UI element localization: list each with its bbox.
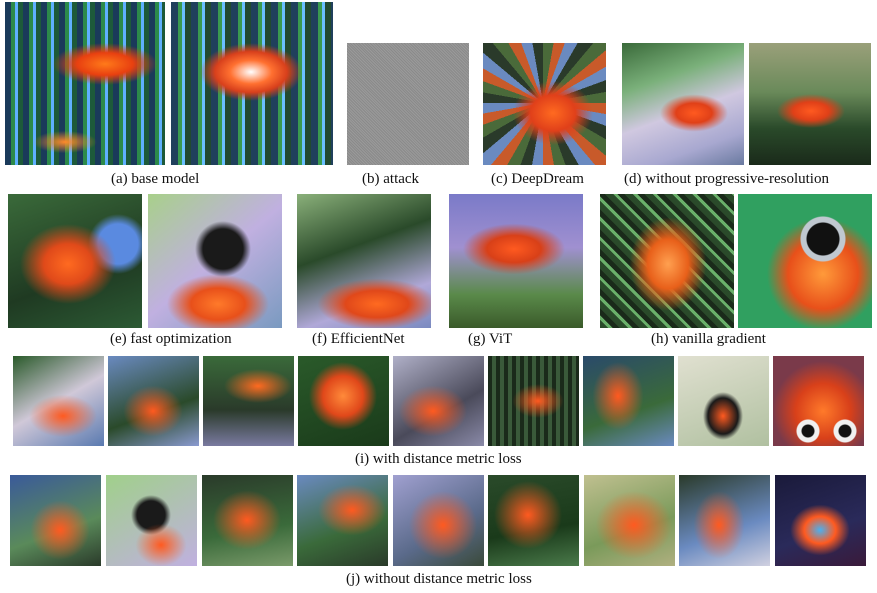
fast-optimization-image-2 [148, 194, 282, 328]
distance-loss-image-7 [583, 356, 674, 446]
distance-loss-image-9 [773, 356, 864, 446]
caption-without-progressive-resolution: (d) without progressive-resolution [624, 171, 829, 187]
distance-loss-image-4 [298, 356, 389, 446]
vit-image [449, 194, 583, 328]
without-progressive-resolution-image-1 [622, 43, 744, 165]
no-distance-loss-image-2 [106, 475, 197, 566]
caption-without-distance-metric-loss: (j) without distance metric loss [346, 571, 532, 587]
distance-loss-image-2 [108, 356, 199, 446]
caption-vanilla-gradient: (h) vanilla gradient [651, 331, 766, 347]
distance-loss-image-3 [203, 356, 294, 446]
vanilla-gradient-image-2 [738, 194, 872, 328]
without-progressive-resolution-image-2 [749, 43, 871, 165]
caption-deepdream: (c) DeepDream [491, 171, 584, 187]
distance-loss-image-1 [13, 356, 104, 446]
base-model-image-2 [171, 2, 333, 165]
distance-loss-image-5 [393, 356, 484, 446]
caption-attack: (b) attack [362, 171, 420, 187]
no-distance-loss-image-7 [584, 475, 675, 566]
deepdream-image [483, 43, 606, 165]
caption-efficientnet: (f) EfficientNet [312, 331, 405, 347]
caption-fast-optimization: (e) fast optimization [110, 331, 232, 347]
caption-with-distance-metric-loss: (i) with distance metric loss [355, 451, 522, 467]
caption-base-model: (a) base model [111, 171, 200, 187]
attack-image [347, 43, 469, 165]
vanilla-gradient-image-1 [600, 194, 734, 328]
distance-loss-image-8 [678, 356, 769, 446]
no-distance-loss-image-8 [679, 475, 770, 566]
no-distance-loss-image-5 [393, 475, 484, 566]
no-distance-loss-image-4 [297, 475, 388, 566]
distance-loss-image-6 [488, 356, 579, 446]
no-distance-loss-image-3 [202, 475, 293, 566]
no-distance-loss-image-1 [10, 475, 101, 566]
base-model-image-1 [5, 2, 165, 165]
no-distance-loss-image-9 [775, 475, 866, 566]
caption-vit: (g) ViT [468, 331, 513, 347]
efficientnet-image [297, 194, 431, 328]
no-distance-loss-image-6 [488, 475, 579, 566]
fast-optimization-image-1 [8, 194, 142, 328]
